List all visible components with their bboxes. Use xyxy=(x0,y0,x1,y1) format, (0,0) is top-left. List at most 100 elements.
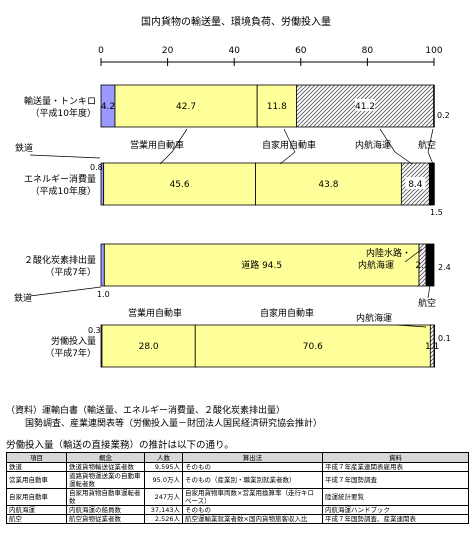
bar-segment xyxy=(428,162,435,206)
cell: そのもの xyxy=(182,462,323,472)
annotation-coastal-2: 内航海運 xyxy=(356,312,392,324)
annotation-air-2: 航空 xyxy=(418,297,436,309)
estimate-table: 項目 概念 人数 算出法 資料 鉄道 鉄道貨物輸送従業者数 9,595人 そのも… xyxy=(6,452,469,524)
cell: 鉄道 xyxy=(6,462,67,472)
bar-value-label: 4.2 xyxy=(101,102,115,112)
annotation-air: 航空 xyxy=(418,139,436,151)
outside-value-label: 2.4 xyxy=(438,263,451,272)
cell: 9,595人 xyxy=(144,462,183,472)
x-axis: 0 20 40 60 80 100 xyxy=(98,46,443,66)
x-tick-label: 20 xyxy=(162,46,174,56)
bar-value-label: 70.6 xyxy=(303,342,323,352)
cell: 営業用自動車 xyxy=(6,471,67,489)
outside-value-label: 1.5 xyxy=(430,208,443,217)
source-line-2: 国勢調査、産業連関表等（労働投入量－財団法人国民経済研究協会推計） xyxy=(25,419,323,429)
cell: 95.0万人 xyxy=(144,471,183,489)
bar-group: 4.2 42.7 11.8 41.2 45.6 43.8 8.4 道路 94.5 2.1 28.0… xyxy=(100,84,439,368)
header-source: 資料 xyxy=(322,452,469,463)
bar-segment xyxy=(255,162,402,206)
annotation-commercial-2: 営業用自動車 xyxy=(128,307,182,319)
cell: 内航海運ハンドブック xyxy=(322,505,469,515)
cell: 陸運統計要覧 xyxy=(322,488,469,506)
x-tick-label: 60 xyxy=(295,46,307,56)
x-tick-label: 40 xyxy=(228,46,240,56)
table-row: 営業用自動車 道路貨物運送業の自動車運転者数 95.0万人 そのもの（産業別・職… xyxy=(6,471,469,489)
header-count: 人数 xyxy=(144,452,183,463)
bar-segment xyxy=(425,243,435,287)
cell: 平成７年国勢調査 xyxy=(322,471,469,489)
table-row: 自家用自動車 自家用貨物自動車運転者数 247万人 自家用貨物車両数×営業用換算… xyxy=(6,488,469,506)
cell: 平成７年国勢調査、産業連関表 xyxy=(322,514,469,524)
cell: そのもの（産業別・職業別就業者数） xyxy=(182,471,323,489)
table-row: 内航海運 内航海運の船員数 37,143人 そのもの 内航海運ハンドブック xyxy=(6,505,469,515)
cell: 航空 xyxy=(6,514,67,524)
category-label: （平成7年） xyxy=(45,266,96,278)
category-label: （平成7年） xyxy=(45,347,96,359)
cell: 内航海運の船員数 xyxy=(66,505,145,515)
annotation-rail-2: 鉄道 xyxy=(14,292,32,304)
cell: 自家用貨物車両数×営業用換算率（走行キロベース） xyxy=(182,488,323,506)
category-label: 労働投入量 xyxy=(51,335,96,347)
source-line-1: （資料）運輸白書（輸送量、エネルギー消費量、２酸化炭素排出量） xyxy=(6,406,286,416)
x-tick-label: 0 xyxy=(98,46,104,56)
header-method: 算出法 xyxy=(182,452,323,463)
cell: そのもの xyxy=(182,505,323,515)
table-header-row: 項目 概念 人数 算出法 資料 xyxy=(6,452,469,463)
bar-value-label: 1.1 xyxy=(425,342,439,352)
bar-segment xyxy=(100,243,105,287)
bar-value-label: 43.8 xyxy=(318,180,338,190)
bar-segment xyxy=(194,324,431,368)
bar-value-label: 8.4 xyxy=(408,180,423,190)
cell: 内航海運 xyxy=(6,505,67,515)
modal-share-chart: 国内貨物の輸送量、環境負荷、労働投入量 0 20 40 60 80 100 4.2 42.7… xyxy=(14,15,451,368)
header-concept: 概念 xyxy=(66,452,145,463)
bar-segment xyxy=(256,84,297,128)
bar-segment xyxy=(433,84,435,128)
category-label: 輸送量・トンキロ xyxy=(24,95,96,107)
outside-value-label: 0.3 xyxy=(88,326,101,335)
category-label: （平成10年度） xyxy=(31,185,96,197)
cell: 247万人 xyxy=(144,488,183,506)
cell: 平成７年産業連関表雇用表 xyxy=(322,462,469,472)
label-backdrop xyxy=(405,177,426,189)
outside-value-label: 0.1 xyxy=(438,334,451,343)
category-label: （平成10年度） xyxy=(31,107,96,119)
cell: 自家用貨物自動車運転者数 xyxy=(66,488,145,506)
outside-value-label: 0.2 xyxy=(437,111,450,120)
bar-value-label: 45.6 xyxy=(170,180,190,190)
annotations: 鉄道 営業用自動車 自家用自動車 内航海運 航空 内陸水路・ 内航海運 鉄道 航… xyxy=(14,128,436,328)
bar-value-label: 41.2 xyxy=(355,102,375,112)
cell: 37,143人 xyxy=(144,505,183,515)
table-row: 鉄道 鉄道貨物輸送従業者数 9,595人 そのもの 平成７年産業連関表雇用表 xyxy=(6,462,469,472)
category-label: ２酸化炭素排出量 xyxy=(24,254,96,266)
annotation-private-2: 自家用自動車 xyxy=(260,307,314,319)
bar-value-label: 28.0 xyxy=(139,342,159,352)
annotation-coastal: 内航海運 xyxy=(355,139,391,151)
bar-value-label: 道路 94.5 xyxy=(241,259,282,271)
category-label: エネルギー消費量 xyxy=(24,173,96,185)
annotation-commercial: 営業用自動車 xyxy=(130,139,184,151)
bar-value-label: 2.1 xyxy=(415,261,429,271)
cell: 航空貨物従業者数 xyxy=(66,514,145,524)
bar-value-label: 11.8 xyxy=(267,102,287,112)
label-backdrop xyxy=(355,99,376,111)
bar-segment xyxy=(101,324,196,368)
outside-value-label: 1.0 xyxy=(97,290,110,299)
bar-segment xyxy=(103,162,256,206)
annotation-private: 自家用自動車 xyxy=(262,139,316,151)
cell: 自家用自動車 xyxy=(6,488,67,506)
x-tick-label: 80 xyxy=(362,46,374,56)
x-tick-label: 100 xyxy=(425,46,442,56)
bar-value-label: 42.7 xyxy=(176,102,196,112)
annotation-inland-line2: 内航海運 xyxy=(358,259,394,271)
bar-segment xyxy=(103,243,420,287)
outside-value-labels: 0.2 0.8 1.5 1.0 2.4 0.3 0.1 xyxy=(88,111,451,343)
chart-title: 国内貨物の輸送量、環境負荷、労働投入量 xyxy=(141,15,331,28)
table-row: 航空 航空貨物従業者数 2,526人 航空運輸業就業者数×国内貨物旅客収入比 平… xyxy=(6,514,469,524)
bar-segment xyxy=(433,324,436,368)
estimate-note: 労働投入量（輸送の直接業務）の推計は以下の通り。 xyxy=(6,440,234,451)
cell: 2,526人 xyxy=(144,514,183,524)
outside-value-label: 0.8 xyxy=(90,163,103,172)
cell: 道路貨物運送業の自動車運転者数 xyxy=(66,471,145,489)
cell: 鉄道貨物輸送従業者数 xyxy=(66,462,145,472)
